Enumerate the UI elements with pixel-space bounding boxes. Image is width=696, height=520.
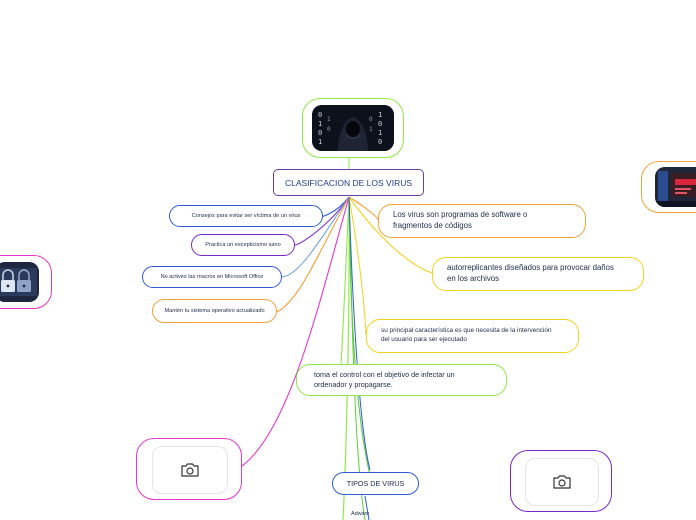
left-item-actualizado[interactable]: Mantén tu sistema operativo actualizado [152,299,277,323]
left-item-label: Consejos para evitar ser víctima de un v… [191,213,301,219]
svg-text:1: 1 [318,120,322,128]
svg-text:0: 0 [378,120,382,128]
left-item-label: Practica un escepticismo sano [205,242,281,248]
right-item-programas[interactable]: Los virus son programas de software o fr… [378,204,586,238]
adware-label: Adware [351,511,370,517]
svg-text:0: 0 [378,138,382,146]
right-item-caracteristica[interactable]: su principal característica es que neces… [366,319,579,353]
right-item-label: autorreplicantes diseñados para provocar… [447,263,614,283]
image-placeholder-left[interactable] [136,438,242,500]
image-placeholder-inner [152,446,228,494]
right-item-control[interactable]: toma el control con el objetivo de infec… [296,364,507,396]
central-topic-label: CLASIFICACION DE LOS VIRUS [284,177,413,188]
svg-text:0: 0 [369,116,373,123]
camera-icon [181,463,199,477]
left-item-escepticismo[interactable]: Practica un escepticismo sano [191,234,295,256]
right-item-label: su principal característica es que neces… [381,327,552,343]
image-placeholder-inner [525,458,599,506]
central-topic[interactable]: CLASIFICACION DE LOS VIRUS [273,169,424,196]
left-item-label: Mantén tu sistema operativo actualizado [164,308,265,314]
right-item-label: Los virus son programas de software o fr… [393,210,528,230]
left-item-macros[interactable]: No actives las macros en Microsoft Offic… [142,266,282,288]
alert-screen-image [655,167,696,207]
screen-image-frame [641,161,696,213]
left-item-label: No actives las macros en Microsoft Offic… [160,274,264,280]
svg-text:0: 0 [318,129,322,137]
svg-text:1: 1 [318,138,322,146]
svg-text:1: 1 [378,111,382,119]
right-item-autorreplicantes[interactable]: autorreplicantes diseñados para provocar… [432,257,644,291]
svg-text:0: 0 [327,126,331,133]
svg-text:0: 0 [318,111,322,119]
svg-text:1: 1 [369,126,373,133]
tipos-de-virus-node[interactable]: TIPOS DE VIRUS [332,472,419,495]
padlock-image [0,262,39,302]
hacker-image-frame: 0 1 0 1 1 0 1 0 1 0 0 1 [302,98,404,158]
tipos-de-virus-label: TIPOS DE VIRUS [346,479,405,488]
lock-image-frame [0,255,52,309]
svg-text:1: 1 [327,116,331,123]
camera-icon [553,475,571,489]
image-placeholder-right[interactable] [510,450,612,512]
right-item-label: toma el control con el objetivo de infec… [314,369,455,389]
left-item-consejos[interactable]: Consejos para evitar ser víctima de un v… [169,205,323,227]
hacker-binary-image: 0 1 0 1 1 0 1 0 1 0 0 1 [312,105,394,151]
svg-text:1: 1 [378,129,382,137]
